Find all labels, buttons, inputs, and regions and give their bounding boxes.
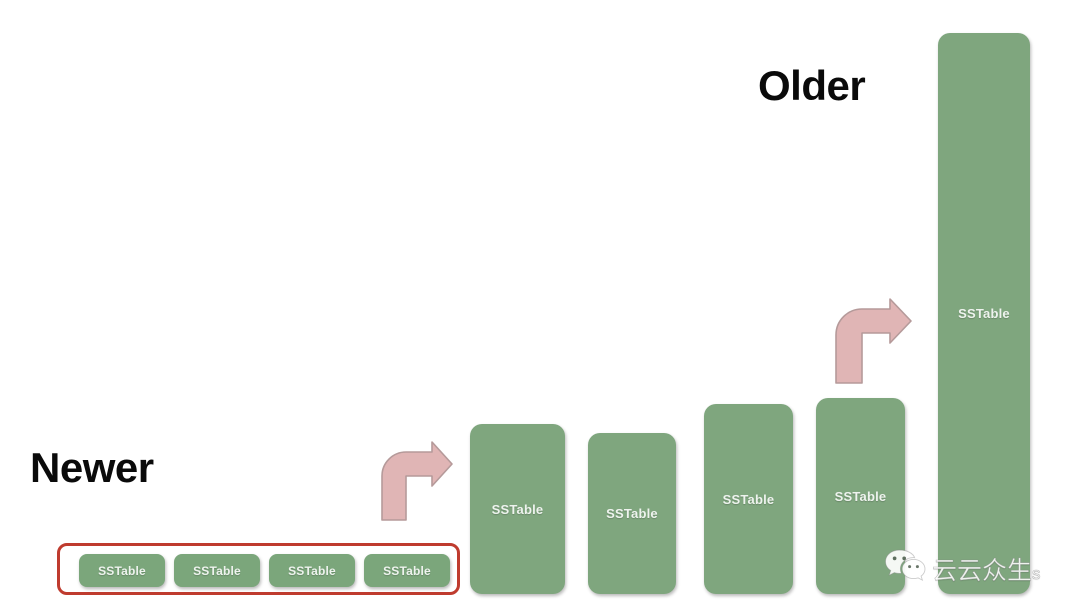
sstable-label: SSTable [98, 563, 146, 578]
sstable-block-small-1[interactable]: SSTable [79, 554, 165, 587]
sstable-label: SSTable [834, 488, 887, 504]
label-older: Older [758, 62, 866, 109]
wechat-logo-icon [884, 548, 926, 589]
sstable-label: SSTable [606, 506, 658, 521]
sstable-label: SSTable [288, 563, 336, 578]
watermark-text: 云云众生s [932, 551, 1041, 587]
sstable-label: SSTable [958, 306, 1010, 321]
sstable-label: SSTable [193, 563, 241, 578]
watermark: 云云众生s [884, 548, 1041, 589]
compaction-arrow-1 [378, 441, 454, 521]
sstable-block-5[interactable]: SSTable [938, 33, 1030, 594]
level-0-group-outline [57, 543, 460, 595]
sstable-label: SSTable [491, 501, 544, 517]
compaction-arrow-2-icon [835, 298, 912, 384]
sstable-label: SSTable [383, 563, 431, 578]
watermark-suffix: s [1032, 563, 1041, 583]
compaction-arrow-2 [832, 298, 914, 384]
compaction-arrow-1-icon [381, 441, 453, 521]
label-newer: Newer [30, 444, 154, 491]
sstable-block-small-3[interactable]: SSTable [269, 554, 355, 587]
sstable-block-1[interactable]: SSTable [470, 424, 565, 594]
sstable-block-2[interactable]: SSTable [588, 433, 676, 594]
sstable-block-3[interactable]: SSTable [704, 404, 793, 594]
sstable-label: SSTable [722, 491, 775, 507]
watermark-main-text: 云云众生 [932, 556, 1033, 585]
sstable-block-small-2[interactable]: SSTable [174, 554, 260, 587]
sstable-block-small-4[interactable]: SSTable [364, 554, 450, 587]
